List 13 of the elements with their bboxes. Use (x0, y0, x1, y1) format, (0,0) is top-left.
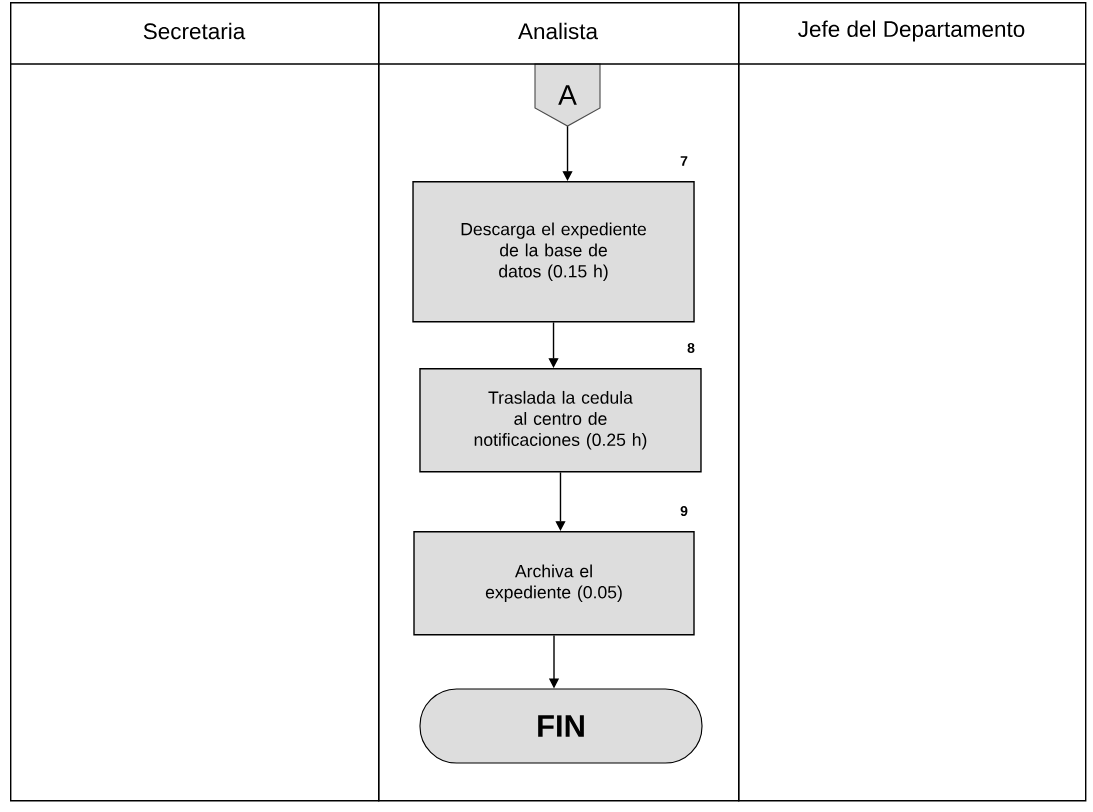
arrow (562, 125, 573, 181)
off-page-connector: A (534, 63, 601, 127)
process-box: Archiva el expediente (0.05) (413, 531, 695, 636)
process-box: Traslada la cedula al centro de notificaciones (0.25 h) (419, 368, 702, 473)
arrow (548, 321, 559, 368)
process-box: Descarga el expediente de la base de datos (0.15 h) (412, 181, 695, 323)
lane-header: Jefe del Departamento (798, 20, 1025, 42)
step-number: 7 (680, 156, 688, 166)
arrow (555, 471, 566, 531)
step-number: 8 (687, 343, 695, 353)
lane-header: Analista (518, 22, 598, 40)
step-number: 9 (680, 506, 688, 516)
lane-header: Secretaria (143, 22, 246, 40)
